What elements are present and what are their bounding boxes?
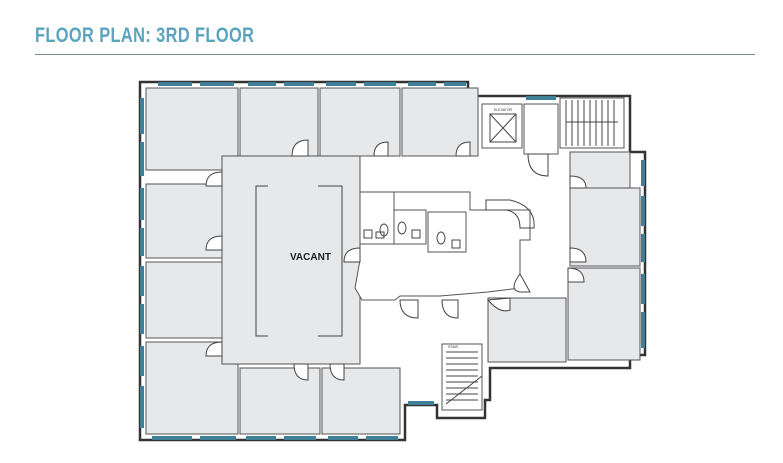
windows (140, 82, 645, 440)
elevator-car (489, 113, 517, 143)
restroom-1 (359, 191, 395, 245)
title-divider (35, 54, 755, 55)
elevator-lobby (523, 103, 559, 155)
office-right-1 (569, 151, 631, 189)
reception-desk (485, 199, 535, 229)
stair-bottom (441, 343, 483, 411)
office-right-3 (567, 267, 641, 361)
vacant-area (221, 155, 361, 365)
vacant-partition (255, 185, 343, 337)
sink-3 (411, 229, 421, 239)
building-outline (138, 80, 647, 442)
toilet-2 (397, 221, 407, 235)
sink-2 (375, 231, 385, 239)
page-title: FLOOR PLAN: 3RD FLOOR (35, 24, 255, 47)
stair-label: STAIR (448, 345, 459, 349)
stair-top-right (559, 97, 625, 149)
elevator-cross (489, 113, 517, 143)
elevator-label: ELEVATOR (494, 108, 513, 112)
vacant-label: VACANT (290, 252, 331, 263)
office-bottom-2 (321, 367, 401, 435)
stair-treads-top (565, 100, 618, 146)
door-swings (205, 139, 587, 381)
office-left-2 (145, 261, 223, 339)
restroom-2 (393, 209, 427, 245)
sink-1 (363, 229, 373, 239)
stair-treads-bottom (445, 351, 483, 405)
sink-4 (451, 239, 461, 249)
toilet-3 (436, 231, 446, 245)
